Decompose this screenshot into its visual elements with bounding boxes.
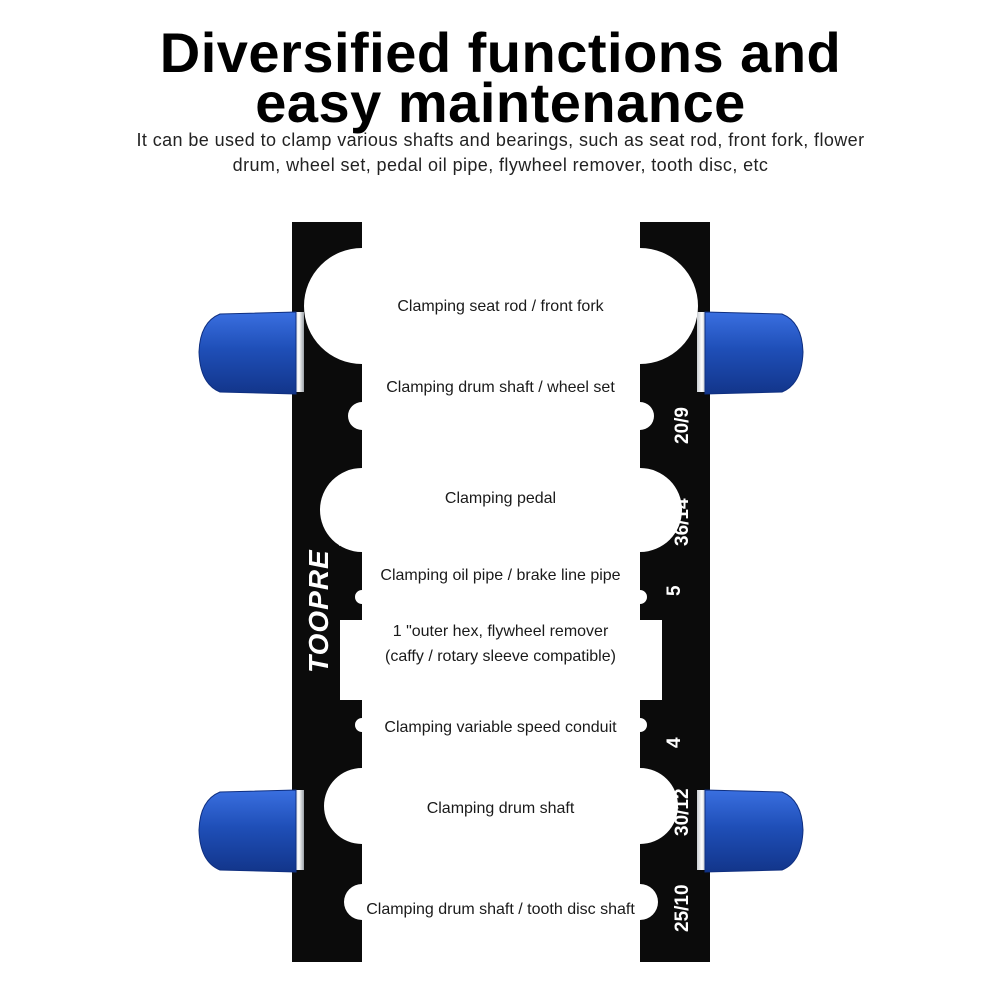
size-mark-25-10: 25/10 (672, 884, 693, 932)
size-mark-20-9: 20/9 (672, 407, 693, 444)
blue-cap-top-right (697, 311, 804, 395)
description-line-2: drum, wheel set, pedal oil pipe, flywhee… (232, 155, 769, 175)
size-mark-4: 4 (664, 737, 685, 748)
size-mark-36-14: 36/14 (672, 498, 693, 546)
blue-cap-bottom-right (697, 789, 804, 873)
label-variable-speed-conduit: Clamping variable speed conduit (384, 719, 617, 736)
label-drum-shaft-wheel-set: Clamping drum shaft / wheel set (386, 379, 615, 396)
label-drum-shaft-tooth-disc: Clamping drum shaft / tooth disc shaft (366, 901, 635, 918)
label-outer-hex-flywheel-remover: 1 "outer hex, flywheel remover (392, 623, 609, 640)
description-line-1: It can be used to clamp various shafts a… (136, 130, 865, 150)
brand-logo: TOOPRE (303, 549, 334, 673)
brand-model: TL-318 (338, 508, 349, 546)
size-mark-28-6: 28.6 (672, 285, 693, 322)
label-drum-shaft: Clamping drum shaft (426, 800, 575, 817)
label-caffy-rotary-sleeve: (caffy / rotary sleeve compatible) (385, 648, 616, 665)
page-title-line-1: Diversified functions and (159, 21, 842, 84)
left-jaw-plate (292, 222, 362, 962)
label-oil-pipe-brake-line: Clamping oil pipe / brake line pipe (380, 567, 621, 584)
size-mark-30-12: 30/12 (672, 788, 693, 836)
size-mark-5: 5 (664, 585, 685, 596)
page-title-line-2: easy maintenance (255, 71, 746, 134)
right-jaw-plate (640, 222, 710, 962)
blue-cap-top-left (198, 311, 304, 395)
label-seat-rod-front-fork: Clamping seat rod / front fork (397, 298, 604, 315)
blue-cap-bottom-left (198, 789, 304, 873)
label-pedal: Clamping pedal (444, 490, 557, 507)
